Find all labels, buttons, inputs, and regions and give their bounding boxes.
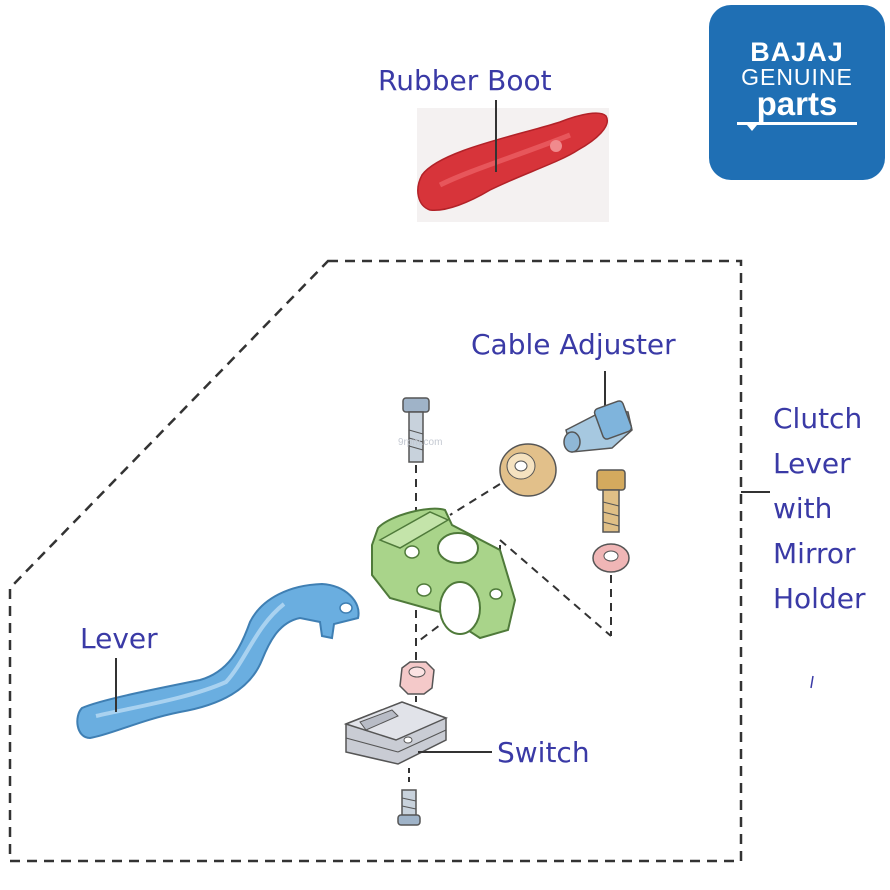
side-bolt-part <box>596 469 626 533</box>
rubber-boot-part <box>417 108 609 222</box>
assembly-dashed-outline <box>8 259 743 863</box>
clutch-lever-label-line: Mirror <box>773 537 856 570</box>
bottom-screw-part <box>397 789 421 826</box>
stray-mark <box>810 675 814 689</box>
top-bolt-part <box>402 397 430 463</box>
clutch-lever-label-line: Clutch <box>773 402 863 435</box>
switch-label: Switch <box>497 736 590 769</box>
cable-adjuster-label: Cable Adjuster <box>471 328 676 361</box>
adjuster-barrel-part <box>563 400 633 453</box>
mirror-holder-part <box>371 507 517 640</box>
logo-underline <box>737 122 857 131</box>
watermark: 9rpm.com <box>398 437 443 448</box>
clutch-lever-label-line: Lever <box>773 447 851 480</box>
rubber-boot-label: Rubber Boot <box>378 64 552 97</box>
clutch-lever-label-line: with <box>773 492 833 525</box>
lever-label: Lever <box>80 622 158 655</box>
clutch-lever-part <box>76 582 360 740</box>
adjuster-axis-dashed <box>449 483 501 516</box>
logo-parts-text: parts <box>756 85 838 122</box>
clutch-lever-label: Clutch Lever with Mirror Holder <box>773 396 865 621</box>
logo-brand-text: BAJAJ <box>750 37 844 67</box>
adjuster-nut-part <box>499 443 557 497</box>
washer-part <box>592 543 630 573</box>
lock-nut-part <box>399 661 435 695</box>
clutch-lever-label-line: Holder <box>773 582 866 615</box>
bajaj-genuine-parts-logo: BAJAJ GENUINE parts <box>709 5 885 180</box>
switch-part <box>343 701 449 765</box>
logo-genuine-text: GENUINE <box>741 64 853 90</box>
